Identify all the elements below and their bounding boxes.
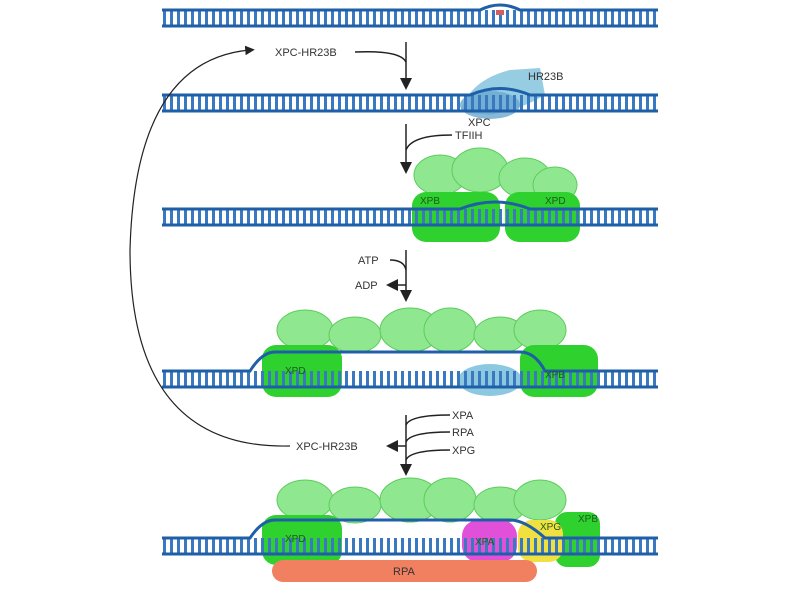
label-xpd: XPD: [285, 534, 306, 545]
label-xpc-hr23b-in: XPC-HR23B: [275, 47, 337, 59]
lesion-icon: [496, 10, 504, 15]
tfiih-complex: [412, 147, 580, 242]
label-xpa-in: XPA: [452, 410, 474, 422]
label-xpc: XPC: [468, 117, 491, 129]
label-xpa: XPA: [475, 537, 495, 548]
label-atp: ATP: [358, 255, 379, 267]
label-xpd: XPD: [285, 366, 306, 377]
label-xpg: XPG: [540, 522, 561, 533]
label-xpb: XPB: [578, 514, 598, 525]
label-xpd: XPD: [545, 196, 566, 207]
label-rpa: RPA: [393, 566, 415, 578]
label-xpc-hr23b-out: XPC-HR23B: [296, 441, 358, 453]
label-rpa-in: RPA: [452, 427, 474, 439]
dna-row-3: XPB XPD: [162, 147, 658, 242]
dna-row-2: HR23B XPC: [162, 68, 658, 129]
label-xpb: XPB: [420, 196, 440, 207]
dna-row-1: [162, 3, 658, 28]
dna-row-4: XPD XPB: [162, 307, 658, 397]
recycle-arrow: [129, 45, 291, 447]
label-xpg-in: XPG: [452, 445, 475, 457]
rpa-protein: [272, 560, 537, 582]
label-adp: ADP: [355, 280, 378, 292]
dna-row-5: XPD XPA XPG XPB RPA: [162, 477, 658, 582]
label-xpb: XPB: [545, 370, 565, 381]
label-tfiih: TFIIH: [455, 130, 483, 142]
reaction-arrows: [129, 42, 453, 476]
label-hr23b: HR23B: [528, 71, 563, 83]
